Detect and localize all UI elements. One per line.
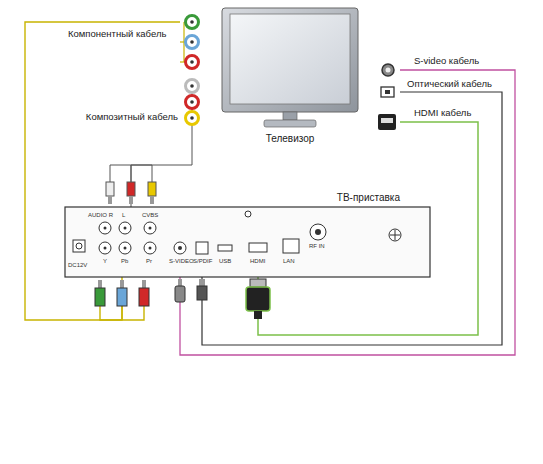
stb-body: [65, 207, 430, 277]
cable-label: S-video кабель: [412, 55, 481, 67]
port-label: RF IN: [309, 243, 325, 250]
component-connectors: [180, 16, 199, 69]
right-connectors: [378, 64, 396, 130]
settop-box-node: ТВ-приставка: [65, 207, 430, 277]
cable-label: HDMI кабель: [412, 107, 473, 119]
component-plugs: [95, 280, 149, 320]
port-label: S/PDIF: [193, 258, 212, 265]
port-label: CVBS: [142, 212, 158, 219]
port-label: S-VIDEO: [169, 258, 194, 265]
port-label: AUDIO R: [88, 212, 113, 219]
port-label: Pb: [121, 258, 128, 265]
composite-connectors: [186, 80, 199, 153]
tv-illustration: [222, 8, 358, 127]
port-label: HDMI: [250, 258, 265, 265]
port-label: USB: [219, 258, 231, 265]
port-label: Pr: [146, 258, 152, 265]
port-label: LAN: [283, 258, 295, 265]
tv-title: Телевизор: [266, 133, 315, 144]
port-label: L: [122, 212, 125, 219]
composite-plugs: [106, 165, 156, 204]
tv-node: Телевизор: [180, 6, 400, 152]
box-title: ТВ-приставка: [337, 192, 400, 203]
cable-label: Композитный кабель: [84, 111, 180, 123]
cable-line: [131, 152, 192, 207]
port-label: DC12V: [68, 262, 87, 269]
cable-label: Компонентный кабель: [66, 28, 168, 40]
rear-plugs: [175, 279, 270, 319]
cable-label: Оптический кабель: [405, 78, 494, 90]
port-label: Y: [103, 258, 107, 265]
